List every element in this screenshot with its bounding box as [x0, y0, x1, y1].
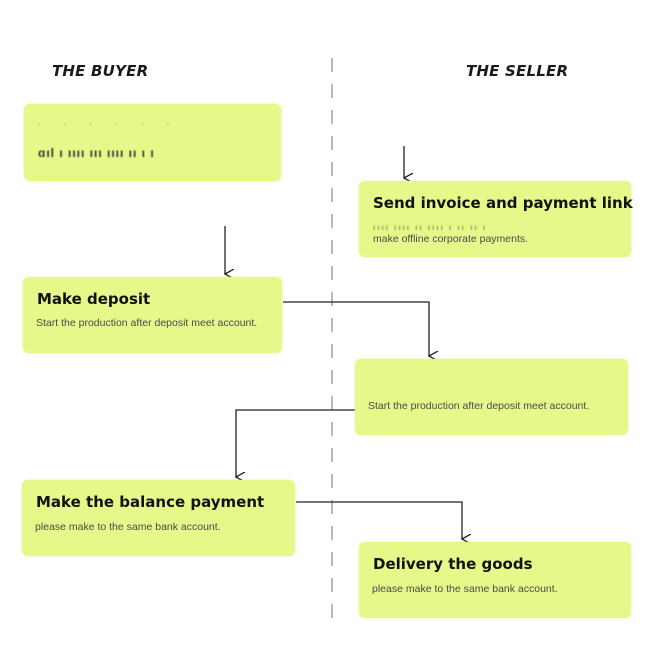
buyer-step-1-heading-blurred: · · · · · · [38, 120, 172, 129]
seller-step-3-description: please make to the same bank account. [372, 583, 558, 595]
seller-step-3-box: Delivery the goods please make to the sa… [359, 542, 631, 618]
arrow-buyer2-to-seller2 [283, 301, 429, 356]
buyer-step-2-description: Start the production after deposit meet … [36, 317, 258, 329]
buyer-step-2-box: Make deposit Start the production after … [23, 277, 282, 353]
buyer-step-3-heading: Make the balance payment [36, 493, 265, 511]
seller-step-3-heading: Delivery the goods [373, 555, 533, 573]
buyer-column-title: THE BUYER [52, 62, 149, 80]
buyer-step-3-box: Make the balance payment please make to … [22, 480, 295, 556]
arrow-buyer3-to-seller3 [296, 501, 462, 539]
seller-step-2-description: Start the production after deposit meet … [368, 400, 590, 412]
seller-step-1-blurred-line: ıııı ıııı ıı ıııı ı ıı ıı ı [373, 223, 488, 232]
seller-step-1-description: make offline corporate payments. [373, 233, 529, 245]
buyer-step-2-heading: Make deposit [37, 290, 151, 308]
buyer-step-3-description: please make to the same bank account. [35, 521, 221, 533]
buyer-step-1-box: · · · · · · ɑıl ı ıııı ııı ıııı ıı ı ı [24, 104, 281, 181]
arrow-seller2-to-buyer3 [236, 409, 355, 477]
seller-step-1-heading: Send invoice and payment link [373, 194, 633, 212]
seller-step-1-box: Send invoice and payment link ıııı ıııı … [359, 181, 633, 257]
seller-step-2-box: Start the production after deposit meet … [355, 359, 628, 435]
buyer-step-1-description-blurred: ɑıl ı ıııı ııı ıııı ıı ı ı [38, 146, 155, 160]
seller-column-title: THE SELLER [466, 62, 569, 80]
